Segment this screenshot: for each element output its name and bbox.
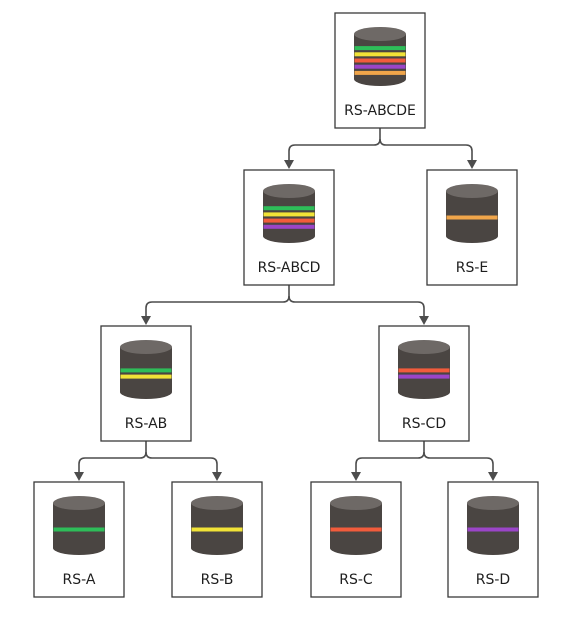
node-label: RS-ABCDE: [344, 103, 416, 119]
stripe-d: [263, 224, 315, 229]
cylinder-top: [120, 340, 172, 354]
cylinder-top: [53, 496, 105, 510]
arrow-head: [488, 472, 498, 481]
cylinder-top: [446, 184, 498, 198]
node-ab: RS-AB: [100, 325, 192, 442]
connector-branch-cd: [288, 295, 425, 317]
database-cylinder-icon: [354, 27, 406, 86]
stripe-d: [354, 64, 406, 69]
stripe-b: [354, 52, 406, 57]
stripe-b: [120, 374, 172, 379]
stripe-c: [263, 218, 315, 223]
connector-abcd: [141, 285, 429, 325]
connector-ab: [74, 441, 222, 481]
stripe-c: [330, 527, 382, 532]
database-cylinder-icon: [263, 184, 315, 243]
node-layer: RS-ABCDE RS-ABCD RS-E RS-AB RS-CD RS-A RS-B RS-…: [33, 12, 539, 598]
stripe-d: [467, 527, 519, 532]
node-c: RS-C: [310, 481, 402, 598]
node-abcd: RS-ABCD: [243, 169, 335, 286]
connector-branch-a: [78, 451, 147, 473]
connector-branch-ab: [145, 295, 290, 317]
cylinder-body: [263, 191, 315, 243]
node-label: RS-D: [476, 572, 510, 588]
database-cylinder-icon: [53, 496, 105, 555]
stripe-a: [263, 206, 315, 211]
cylinder-top: [330, 496, 382, 510]
connector-branch-b: [145, 451, 218, 473]
node-label: RS-AB: [125, 416, 168, 432]
node-b: RS-B: [171, 481, 263, 598]
node-label: RS-C: [339, 572, 373, 588]
stripe-a: [53, 527, 105, 532]
stripe-a: [120, 368, 172, 373]
cylinder-body: [120, 347, 172, 399]
stripe-d: [398, 374, 450, 379]
connector-branch-abcd: [288, 138, 381, 161]
arrow-head: [212, 472, 222, 481]
cylinder-top: [398, 340, 450, 354]
node-label: RS-A: [63, 572, 96, 588]
arrow-head: [284, 160, 294, 169]
stripe-b: [263, 212, 315, 217]
database-cylinder-icon: [446, 184, 498, 243]
node-d: RS-D: [447, 481, 539, 598]
database-cylinder-icon: [467, 496, 519, 555]
stripe-a: [354, 46, 406, 51]
node-cd: RS-CD: [378, 325, 470, 442]
connector-cd: [351, 441, 498, 481]
database-cylinder-icon: [398, 340, 450, 399]
cylinder-top: [191, 496, 243, 510]
arrow-head: [419, 316, 429, 325]
arrow-head: [141, 316, 151, 325]
database-cylinder-icon: [191, 496, 243, 555]
node-abcde: RS-ABCDE: [334, 12, 426, 129]
connector-branch-c: [355, 451, 425, 473]
stripe-c: [354, 58, 406, 63]
stripe-c: [398, 368, 450, 373]
arrow-head: [351, 472, 361, 481]
node-label: RS-CD: [402, 416, 446, 432]
arrow-head: [467, 160, 477, 169]
node-a: RS-A: [33, 481, 125, 598]
stripe-b: [191, 527, 243, 532]
database-cylinder-icon: [330, 496, 382, 555]
cylinder-top: [467, 496, 519, 510]
stripe-e: [354, 70, 406, 75]
stripe-e: [446, 215, 498, 220]
connector-branch-d: [423, 451, 494, 473]
node-label: RS-B: [201, 572, 234, 588]
database-cylinder-icon: [120, 340, 172, 399]
node-e: RS-E: [426, 169, 518, 286]
node-label: RS-ABCD: [258, 260, 321, 276]
connector-abcde: [284, 128, 477, 169]
edge-layer: [74, 128, 498, 481]
cylinder-top: [354, 27, 406, 41]
connector-branch-e: [379, 138, 473, 161]
cylinder-body: [398, 347, 450, 399]
node-label: RS-E: [456, 260, 489, 276]
arrow-head: [74, 472, 84, 481]
cylinder-top: [263, 184, 315, 198]
